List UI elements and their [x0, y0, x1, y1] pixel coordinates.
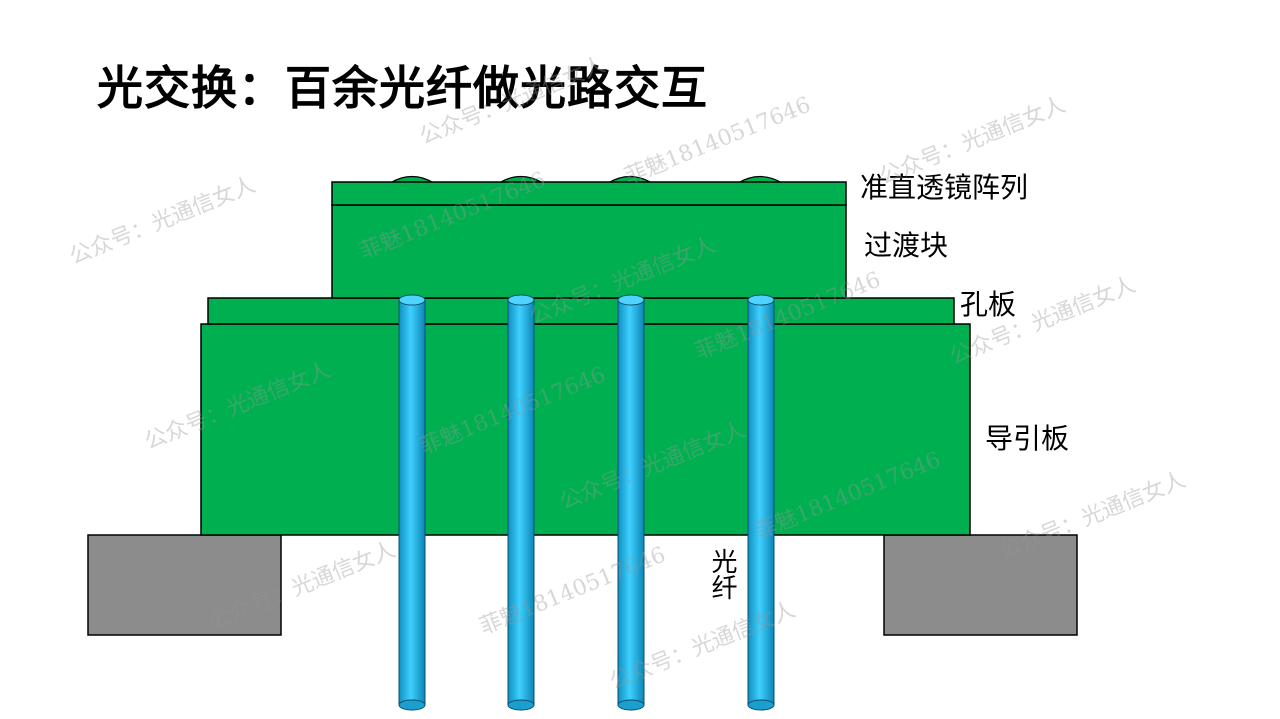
fiber — [617, 294, 645, 711]
page-title: 光交换：百余光纤做光路交互 — [97, 61, 708, 115]
fiber — [507, 294, 535, 711]
fiber — [398, 294, 426, 711]
left-support-block — [87, 534, 282, 636]
guide-plate-label: 导引板 — [985, 422, 1070, 455]
fiber — [747, 294, 775, 711]
hole-plate — [207, 297, 955, 325]
guide-plate — [200, 323, 971, 536]
collimator-label: 准直透镜阵列 — [860, 171, 1029, 204]
collimator-lens-array — [331, 181, 847, 206]
hole-plate-label: 孔板 — [960, 288, 1017, 321]
transition-block — [331, 204, 847, 299]
fiber-label: 光纤 — [707, 548, 737, 600]
right-support-block — [883, 534, 1078, 636]
transition-label: 过渡块 — [864, 229, 949, 262]
